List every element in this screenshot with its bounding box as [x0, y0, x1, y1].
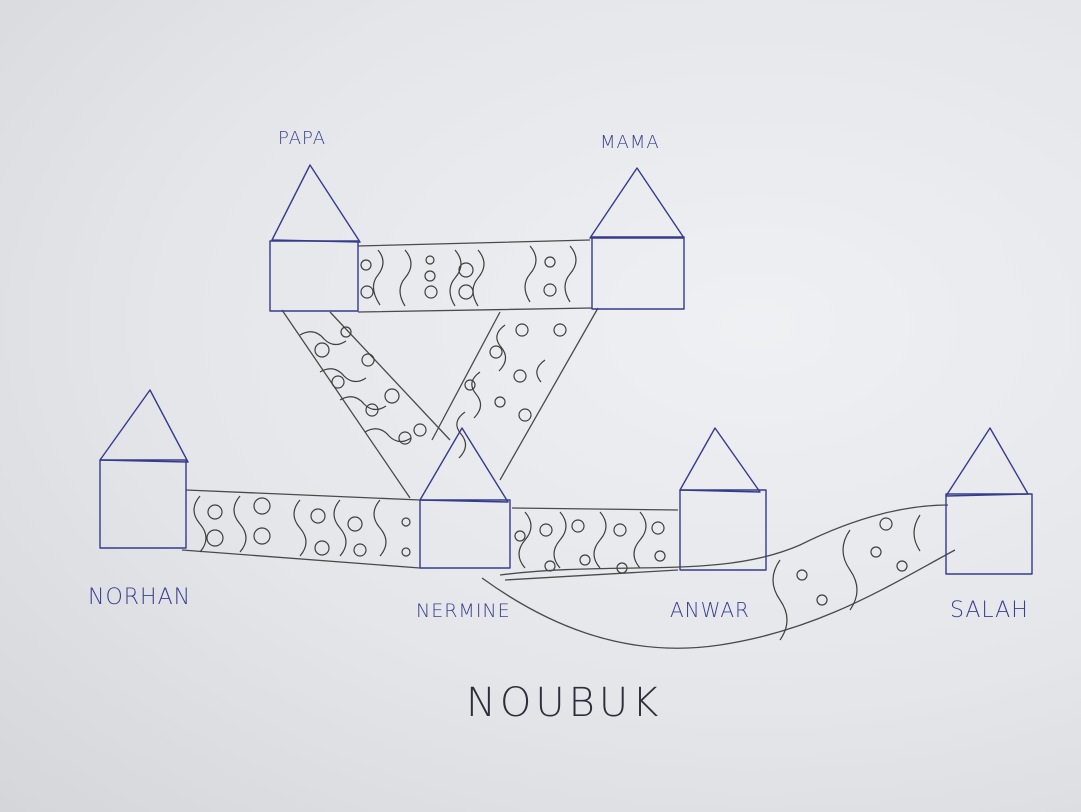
house-papa	[270, 165, 360, 311]
label-nermine: NERMINE	[416, 600, 511, 622]
house-salah	[946, 428, 1032, 574]
house-anwar	[680, 428, 766, 570]
house-mama	[590, 168, 684, 309]
bridge-papa-nermine	[282, 310, 450, 498]
house-norhan	[100, 390, 188, 548]
label-mama: MAMA	[600, 132, 660, 153]
bridge-papa-mama	[358, 240, 592, 312]
bridge-norhan-nermine	[182, 490, 420, 568]
label-anwar: ANWAR	[670, 598, 750, 622]
label-norhan: NORHAN	[88, 585, 191, 610]
bridge-mama-nermine	[432, 308, 598, 480]
diagram-title: NOUBUK	[466, 680, 662, 726]
label-salah: SALAH	[950, 598, 1029, 623]
label-papa: PAPA	[278, 128, 326, 149]
